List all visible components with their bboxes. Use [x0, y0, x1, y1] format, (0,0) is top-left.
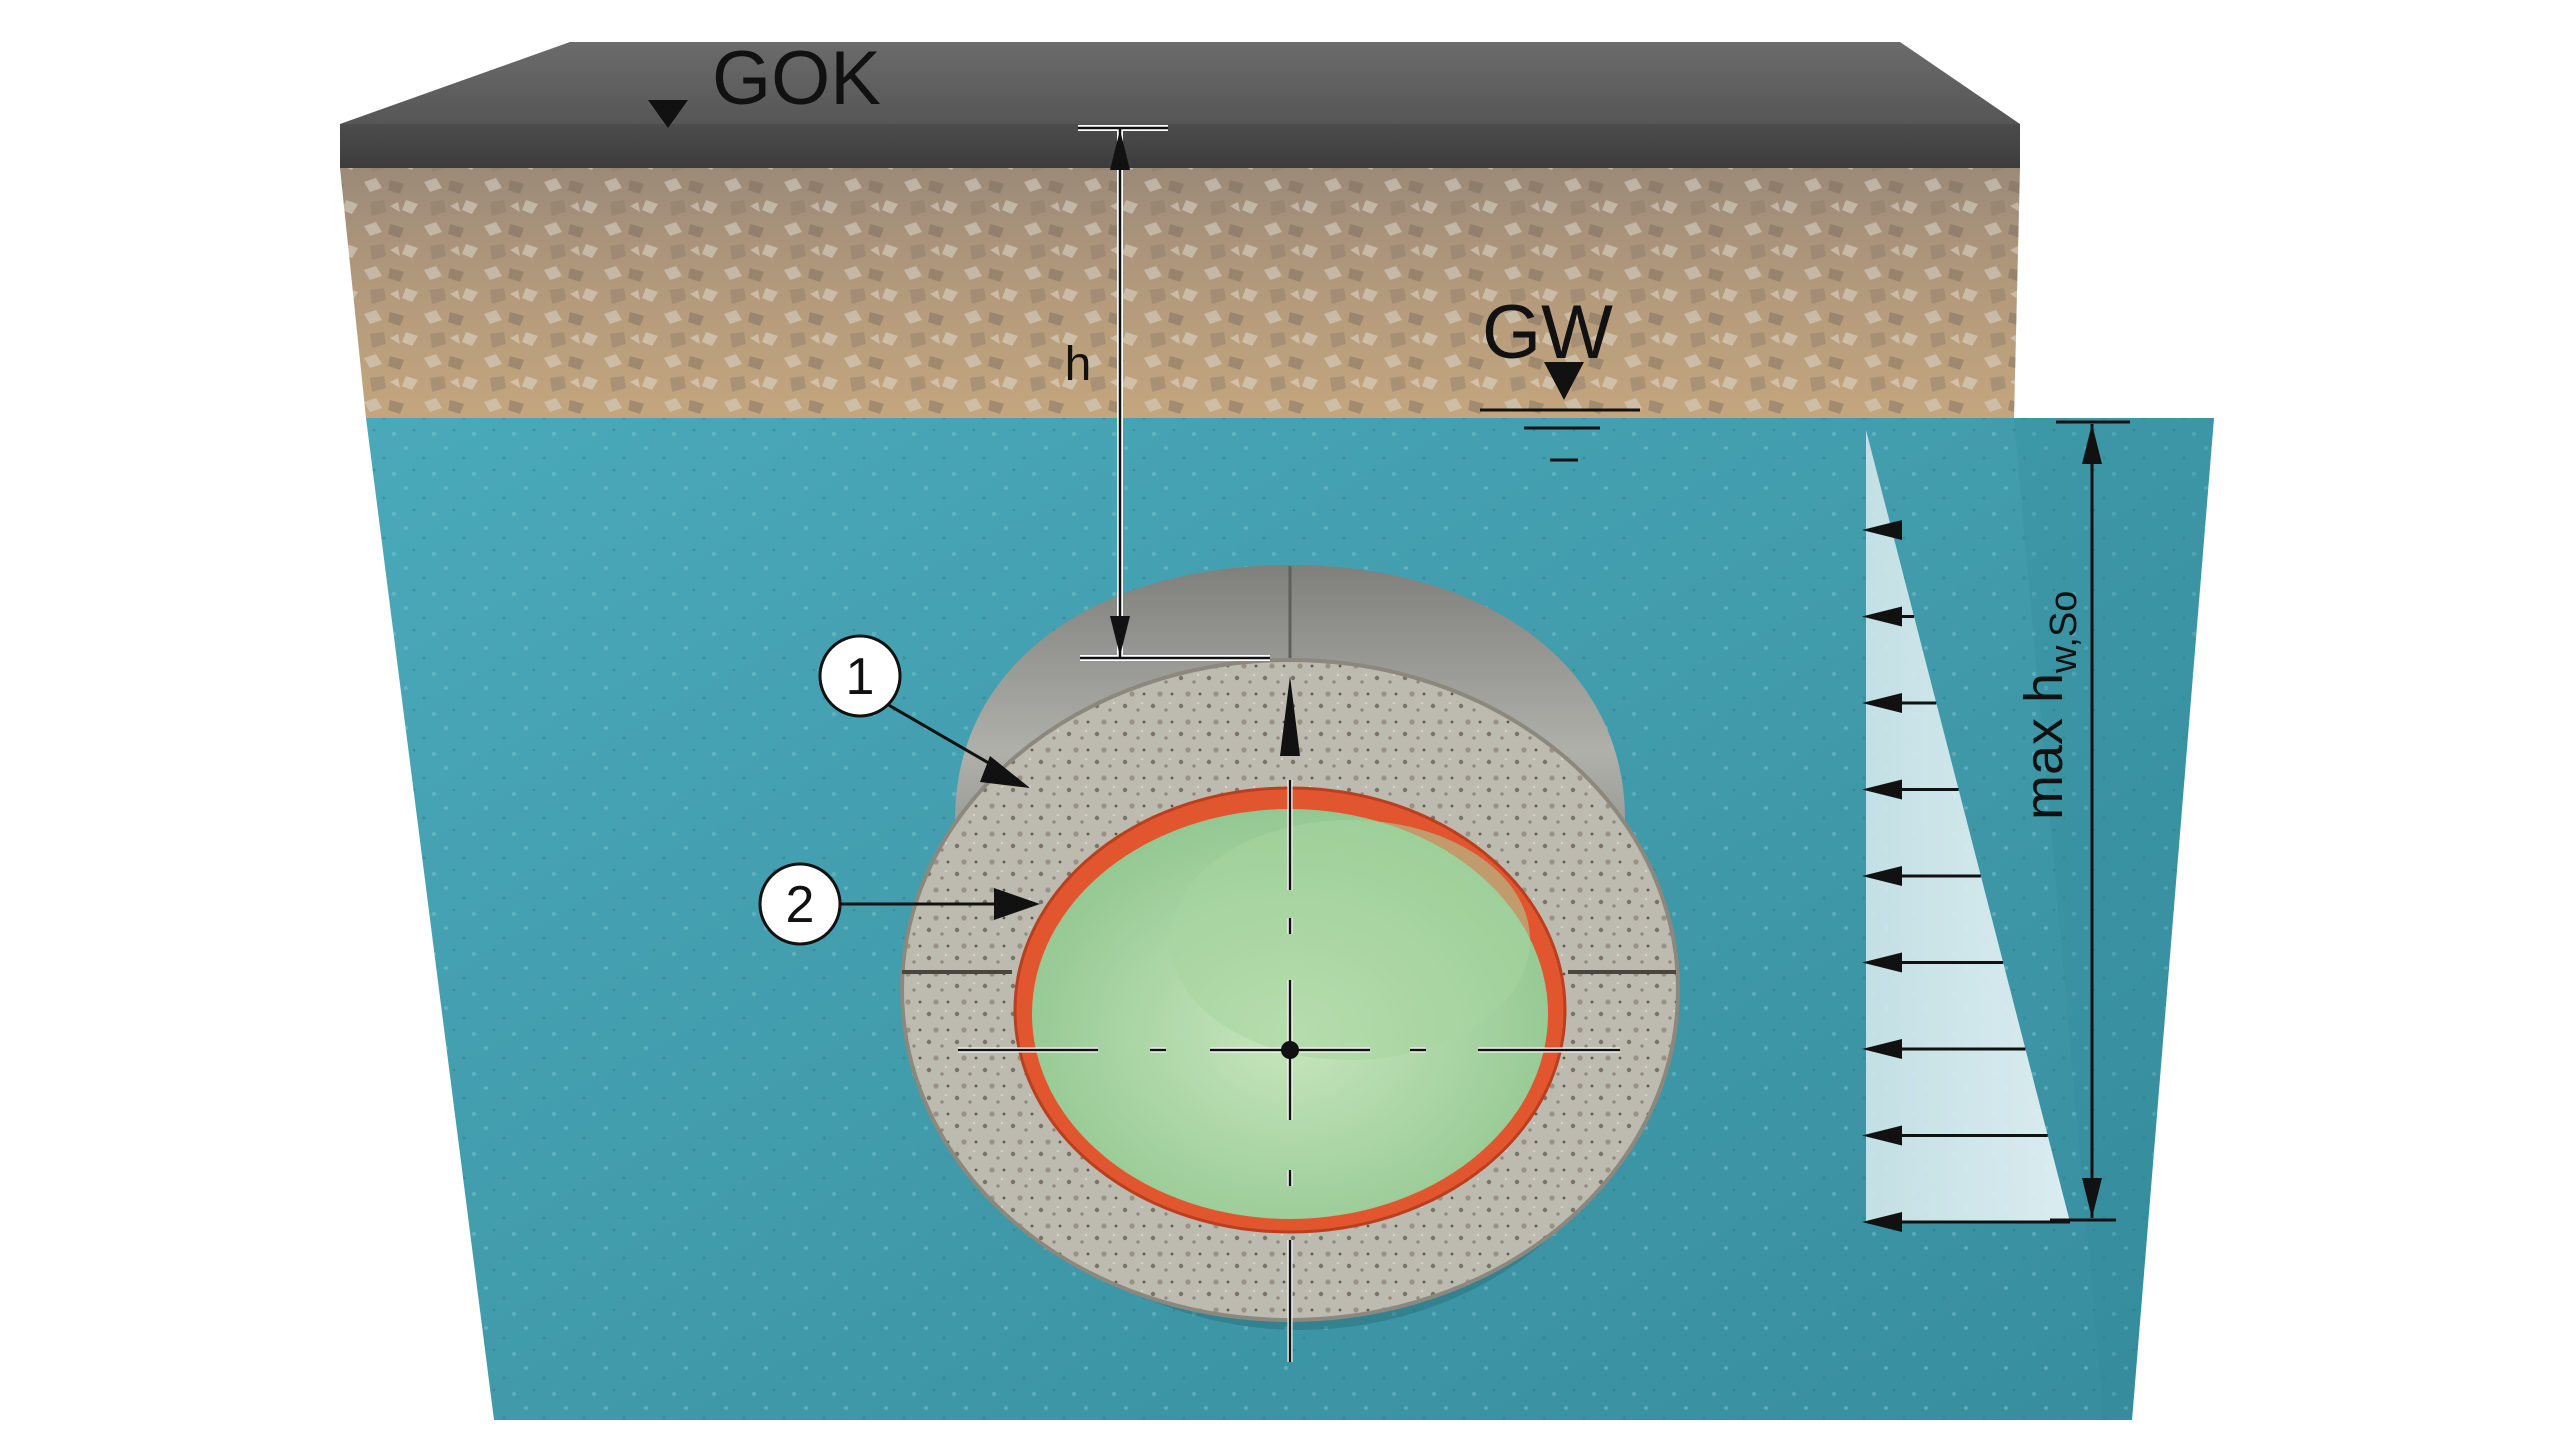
soil-texture	[340, 168, 2020, 418]
h-label: h	[1065, 338, 1092, 391]
liner-inner-depth	[1170, 820, 1530, 1060]
pipe-center-point	[1281, 1041, 1299, 1059]
gok-marker-icon	[648, 100, 688, 128]
max-h-subscript: w,So	[2043, 591, 2085, 674]
pressure-arrow	[1862, 1125, 2048, 1146]
pressure-arrows	[1862, 520, 2070, 1232]
h-arrow-bottom	[1110, 616, 1130, 656]
gw-water-level-symbol	[1480, 408, 1640, 462]
pressure-arrow	[1862, 606, 1915, 627]
asphalt-top-surface	[340, 42, 2020, 124]
pressure-arrow	[1862, 520, 1902, 540]
asphalt-layer	[340, 124, 2020, 168]
pressure-arrow	[1862, 779, 1959, 800]
gok-label: GOK	[712, 36, 881, 121]
callout-2: 2	[758, 862, 1040, 946]
callout-1: 1	[818, 634, 1030, 788]
max-h-main: max h	[2014, 673, 2074, 820]
gw-label: GW	[1482, 290, 1613, 375]
pressure-arrow	[1862, 866, 1981, 886]
h-dimension-black	[1078, 126, 1270, 660]
max-h-dimension	[2050, 420, 2130, 1222]
pressure-arrow	[1862, 1039, 2026, 1059]
pressure-arrow	[1862, 1212, 2070, 1232]
max-h-label: max hw,So	[2014, 591, 2085, 820]
inner-top-arrow	[1280, 676, 1300, 756]
callout-1-label: 1	[846, 648, 875, 706]
gw-marker-icon	[1544, 362, 1584, 400]
max-h-arrow-bottom	[2082, 1178, 2102, 1218]
h-arrow-top	[1110, 130, 1130, 170]
pressure-arrow	[1862, 693, 1937, 713]
groundwater-right-face	[2014, 418, 2214, 1420]
pressure-triangle	[1866, 430, 2070, 1222]
callout-2-label: 2	[786, 876, 815, 934]
pressure-arrow	[1862, 952, 2004, 973]
max-h-arrow-top	[2082, 424, 2102, 464]
